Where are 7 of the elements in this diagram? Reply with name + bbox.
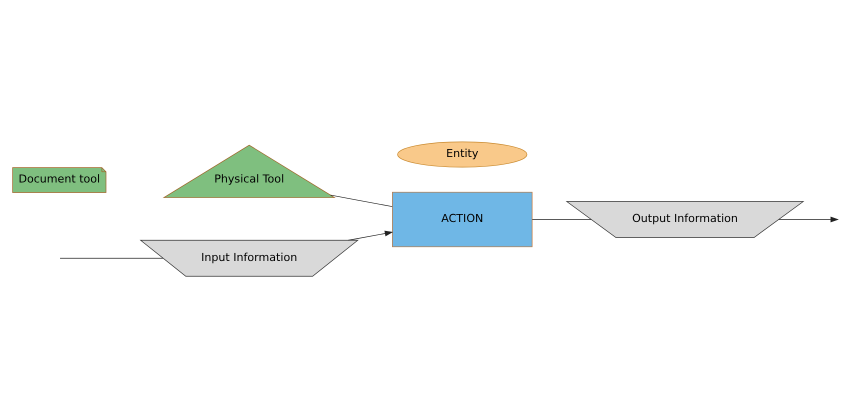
arrow [348, 230, 394, 240]
arrow [778, 216, 839, 222]
connector [532, 218, 592, 220]
node-ellipse: Entity [397, 141, 528, 167]
node-box: ACTION [392, 191, 532, 247]
connector [330, 194, 393, 206]
connector [60, 257, 164, 258]
